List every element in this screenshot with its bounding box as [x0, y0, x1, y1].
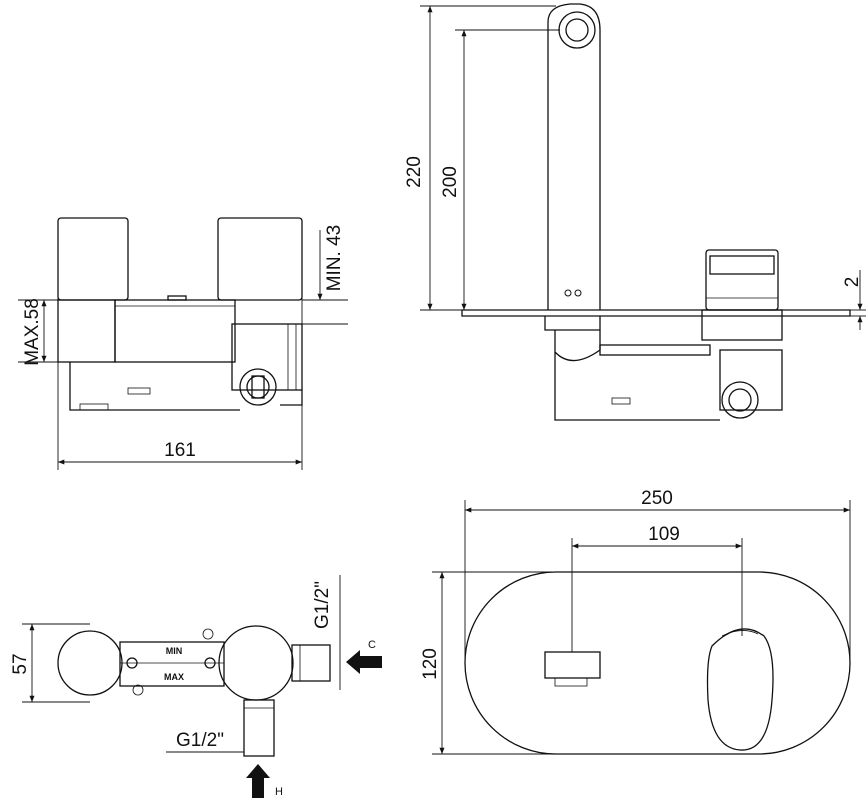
top-view: MIN MAX C H 57 G1/2" G1/2": [10, 575, 382, 798]
front-view: 161 MAX.58 MIN. 43: [18, 217, 348, 470]
label-hot: H: [275, 786, 283, 798]
dim-161: 161: [164, 440, 196, 461]
dim-200: 200: [440, 166, 461, 198]
dim-thread-side: G1/2": [312, 581, 333, 629]
dim-thread-bottom: G1/2": [176, 730, 224, 751]
side-view: 220 200 2: [404, 3, 866, 421]
cold-arrow-icon: [346, 650, 382, 674]
dim-109: 109: [648, 524, 680, 545]
dim-250: 250: [641, 488, 673, 509]
dim-min-43: MIN. 43: [324, 225, 345, 292]
plate-view: 250 109 120: [420, 488, 851, 755]
hot-arrow-icon: [246, 764, 270, 798]
label-min: MIN: [166, 646, 183, 656]
dim-120: 120: [420, 648, 441, 680]
dim-max-58: MAX.58: [22, 298, 43, 366]
dim-57: 57: [10, 653, 31, 674]
dim-2: 2: [842, 277, 863, 288]
dim-220: 220: [404, 156, 425, 188]
label-cold: C: [368, 639, 376, 651]
label-max: MAX: [164, 672, 184, 682]
